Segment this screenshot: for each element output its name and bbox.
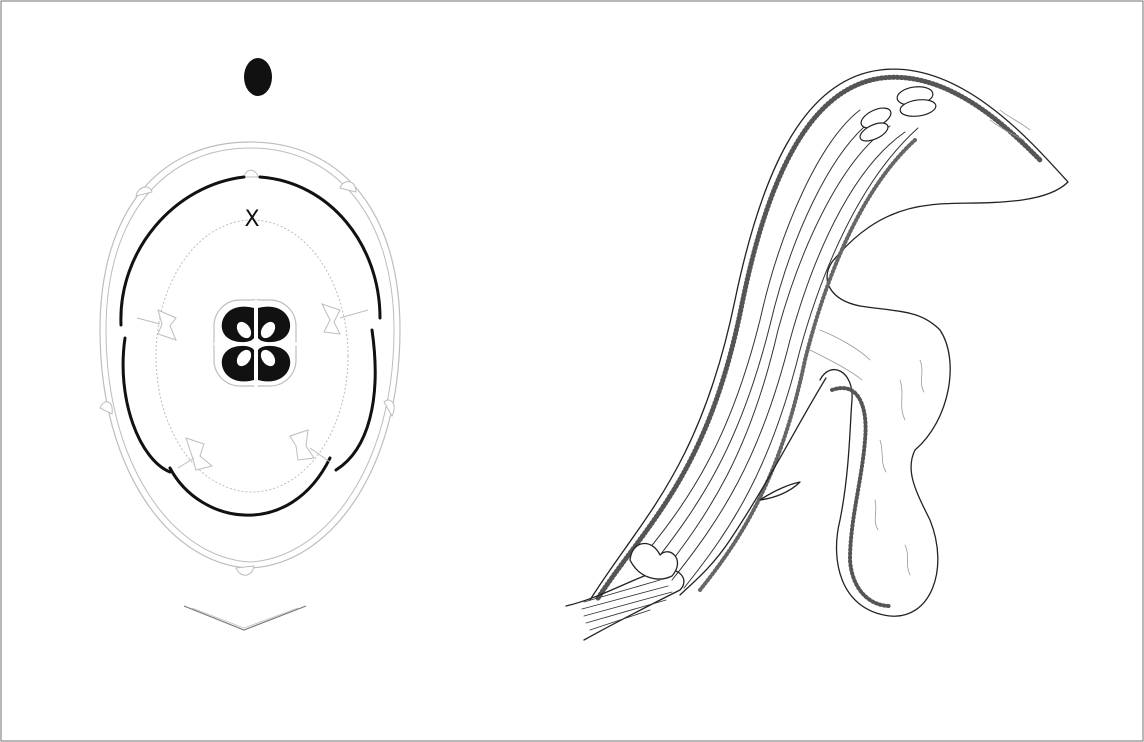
- axis-dot: [244, 58, 272, 96]
- axis-marker-label: X: [244, 207, 259, 232]
- ovary: [214, 300, 298, 388]
